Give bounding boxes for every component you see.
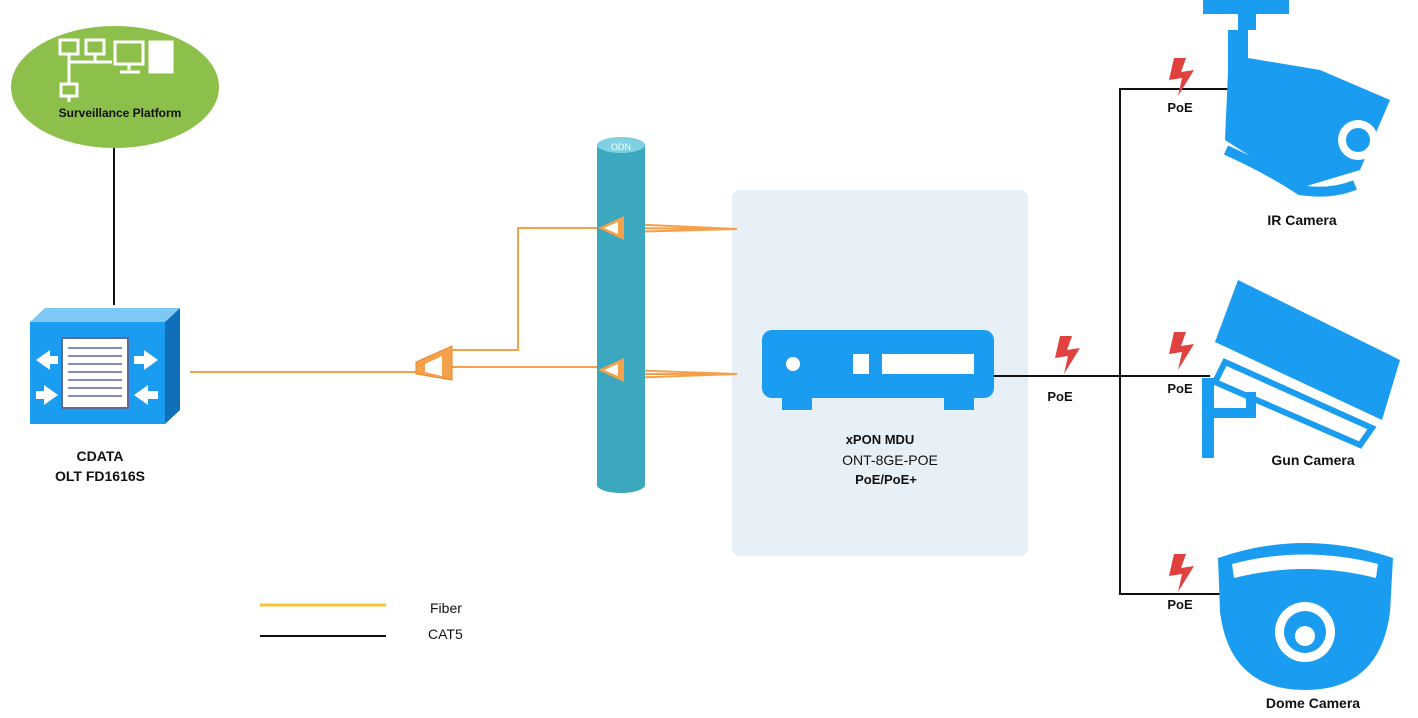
ir-camera-icon[interactable] [1203,0,1390,197]
gun-camera-label: Gun Camera [1271,452,1355,468]
fiber-links [190,223,738,379]
odn-splitter-top-icon [598,216,624,240]
olt-chassis-icon[interactable] [30,308,180,424]
mdu-power-label: PoE/PoE+ [855,472,917,487]
mdu-model-label: ONT-8GE-POE [842,452,938,468]
network-computers-icon [58,38,174,102]
olt-model-label: OLT FD1616S [55,468,145,484]
legend-cat5-label: CAT5 [428,626,463,642]
fiber-splitter-top [452,227,600,351]
poe-label-ir: PoE [1167,100,1193,115]
platform-label: Surveillance Platform [58,106,182,120]
main-splitter-icon [415,345,453,381]
odn-cylinder-icon [597,137,645,493]
dome-camera-icon[interactable] [1218,543,1393,690]
odn-label: ODN [611,142,631,152]
poe-label-mdu: PoE [1047,389,1073,404]
surveillance-platform[interactable] [11,26,219,148]
gun-camera-icon[interactable] [1202,280,1400,458]
poe-label-dome: PoE [1167,597,1193,612]
poe-label-gun: PoE [1167,381,1193,396]
cat5-links-cameras [994,88,1228,595]
legend-fiber-label: Fiber [430,600,462,616]
mdu-title-label: xPON MDU [845,432,915,447]
odn-splitter-mid-icon [598,358,624,382]
dome-camera-label: Dome Camera [1265,695,1361,711]
mdu-device-icon[interactable] [762,330,994,410]
ir-camera-label: IR Camera [1267,212,1337,228]
poe-bolt-icon [1055,58,1194,592]
olt-brand-label: CDATA [76,448,124,464]
